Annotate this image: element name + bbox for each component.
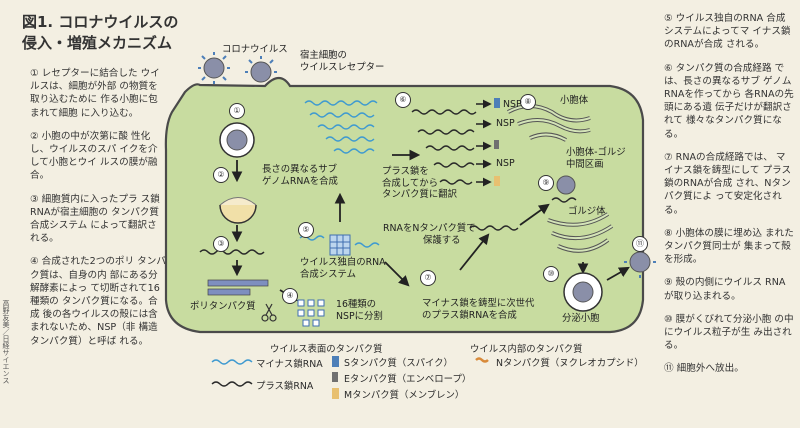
label-coronavirus: コロナウイルス: [222, 44, 288, 55]
step-number-8: ⑧: [520, 94, 536, 110]
step-number-2: ②: [213, 167, 229, 183]
fusion-vesicle: [219, 204, 257, 224]
legend-s-swatch: [332, 356, 339, 367]
legend-minus-rna-line: [211, 359, 253, 365]
step-text-2: ② 小胞の中が次第に酸 性化し、ウイルスのスパ イクを介して小胞とウイ ルスの膜…: [30, 130, 158, 182]
step-text-1: ① レセプターに結合した ウイルスは、細胞が外部 の物質を取り込むために 作る小…: [30, 68, 160, 119]
m-protein-marker: [494, 176, 500, 186]
step-number-7: ⑦: [420, 270, 436, 286]
nsp-fragments: [297, 299, 325, 327]
legend-n-swatch: [475, 357, 489, 363]
title-line1: 図1. コロナウイルスの: [22, 13, 179, 31]
virus-in-vesicle: [226, 129, 248, 151]
n-protected-rna: [469, 225, 519, 231]
virus-icon-attached: [245, 56, 277, 83]
step-number-6: ⑥: [395, 92, 411, 108]
legend-plus-rna-line: [211, 381, 253, 387]
s-protein-marker: [494, 98, 500, 108]
side-credit: 高野友美／日経サイエンス: [2, 300, 10, 384]
step-number-4: ④: [282, 288, 298, 304]
released-virus-icon: [624, 246, 656, 278]
legend-e-label: Eタンパク質（エンベロープ）: [344, 374, 472, 385]
legend-surface-header: ウイルス表面のタンパク質: [270, 344, 383, 355]
label-polyprotein: ポリタンパク質: [190, 301, 256, 312]
legend-m-label: Mタンパク質（メンブレン）: [344, 390, 465, 401]
subgenomic-rna-set: [304, 100, 378, 154]
label-golgi: ゴルジ体: [568, 206, 606, 217]
plus-rna-released: [199, 249, 265, 255]
scissors-icon: [261, 303, 277, 322]
legend-n-label: Nタンパク質（ヌクレオカプシド）: [496, 358, 644, 369]
step-text-6: ⑥ タンパク質の合成経路 では、長さの異なるサブ ゲノムRNAを作ってから 各R…: [664, 62, 794, 140]
host-cell: [164, 76, 645, 334]
step-text-11: ⑪ 細胞外へ放出。: [664, 363, 744, 375]
label-nsp-1: NSP: [503, 99, 522, 110]
legend-minus-rna-label: マイナス鎖RNA: [256, 359, 323, 370]
label-minus-template: マイナス鎖を鋳型に次世代のプラス鎖RNAを合成: [422, 298, 535, 321]
label-nsp-2: NSP: [496, 118, 515, 129]
step-number-9: ⑨: [538, 175, 554, 191]
label-plus-translate: プラス鎖を合成してからタンパク質に翻訳: [382, 166, 458, 200]
virus-icon-top-left: [198, 52, 230, 84]
step-number-3: ③: [213, 236, 229, 252]
legend-inner-header: ウイルス内部のタンパク質: [470, 344, 583, 355]
figure-title: 図1. コロナウイルスの 侵入・増殖メカニズム: [22, 12, 178, 54]
step-text-7: ⑦ RNAの合成経路では、 マイナス鎖を鋳型にして プラス鎖のRNAが合成 され…: [664, 151, 792, 216]
step-text-8: ⑧ 小胞体の膜に埋め込 まれたタンパク質同士が 集まって殻を形成。: [664, 227, 794, 266]
legend-e-swatch: [332, 372, 338, 382]
step-number-11: ⑪: [632, 236, 648, 252]
label-golgi-intermediate: 小胞体-ゴルジ中間区画: [566, 147, 626, 170]
translation-rows: [411, 109, 477, 185]
step-number-1: ①: [229, 103, 245, 119]
left-steps: ① レセプターに結合した ウイルスは、細胞が外部 の物質を取り込むために 作る小…: [30, 67, 166, 358]
step-text-3: ③ 細胞質内に入ったプラ ス鎖RNAが宿主細胞の タンパク質合成システム によっ…: [30, 193, 160, 245]
legend-plus-rna-label: プラス鎖RNA: [256, 381, 314, 392]
label-nsp-3: NSP: [496, 158, 515, 169]
label-secretory-vesicle: 分泌小胞: [562, 313, 600, 324]
step-text-9: ⑨ 殻の内側にウイルス RNAが取り込まれる。: [664, 277, 786, 302]
right-steps: ⑤ ウイルス独自のRNA 合成システムによってマ イナス鎖のRNAが合成 される…: [664, 12, 794, 386]
step-text-10: ⑩ 膜がくびれて分泌小胞 の中にウイルス粒子が生 み出される。: [664, 313, 794, 352]
label-rna-n: RNAをNタンパク質で保護する: [383, 223, 476, 246]
legend-m-swatch: [332, 388, 339, 399]
e-protein-marker: [494, 140, 499, 149]
rna-synthesis-complex: [329, 234, 351, 256]
budding-virus-1: [556, 175, 576, 195]
step-number-5: ⑤: [298, 222, 314, 238]
label-receptor: 宿主細胞のウイルスレセプター: [300, 50, 385, 73]
step-text-5: ⑤ ウイルス独自のRNA 合成システムによってマ イナス鎖のRNAが合成 される…: [664, 13, 791, 51]
polyprotein-bar-2: [207, 288, 251, 296]
label-er: 小胞体: [560, 95, 589, 106]
step-text-4: ④ 合成された2つのポリ タンパク質は、自身の内 部にある分解酵素によっ て切断…: [30, 256, 166, 347]
label-subgenomic: 長さの異なるサブゲノムRNAを合成: [262, 164, 338, 187]
polyprotein-bar-1: [207, 279, 269, 287]
step-number-10: ⑩: [543, 266, 559, 282]
title-line2: 侵入・増殖メカニズム: [22, 34, 173, 52]
virus-in-secretory: [572, 281, 594, 303]
legend-s-label: Sタンパク質（スパイク）: [344, 358, 453, 369]
